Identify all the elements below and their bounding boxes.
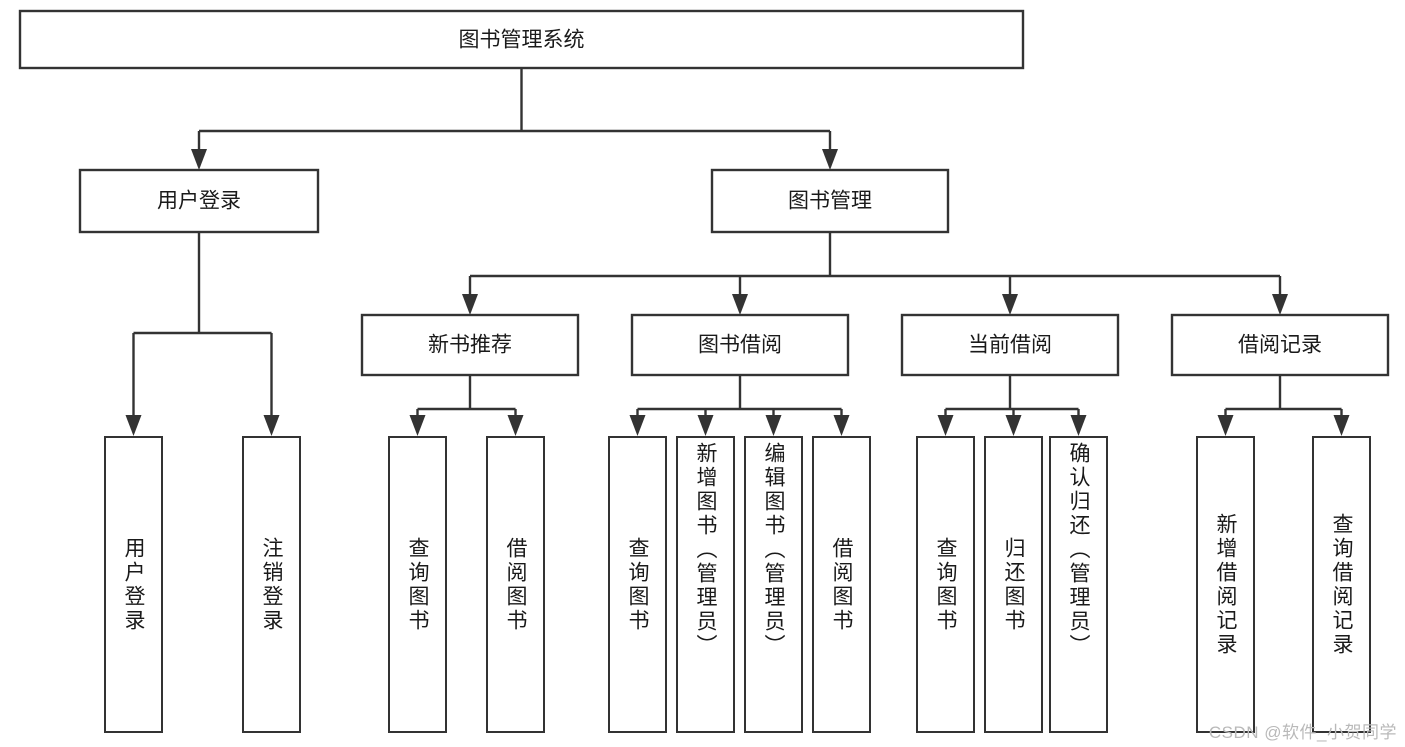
node-current-borrow[interactable]: 当前借阅 [900, 313, 1120, 377]
leaf-add-borrow-record-label: 新增借阅记录 [1214, 512, 1237, 657]
leaf-query-book-2-label: 查询图书 [626, 536, 649, 633]
leaf-user-login[interactable]: 用户登录 [104, 436, 163, 733]
leaf-return-book-label: 归还图书 [1002, 536, 1025, 633]
node-borrow-record-box[interactable] [1170, 313, 1390, 377]
leaf-borrow-book-1-label: 借阅图书 [504, 536, 527, 633]
leaf-return-book[interactable]: 归还图书 [984, 436, 1043, 733]
edge-newbook-to-bus [416, 375, 517, 422]
node-new-book-recommend-label: 新书推荐 [428, 334, 512, 357]
leaf-borrow-book-2-label: 借阅图书 [830, 536, 853, 633]
edge-bookmanage-to-bus [468, 232, 1282, 301]
edge-borrowrecord-to-bus [1224, 375, 1343, 422]
node-book-borrow[interactable]: 图书借阅 [630, 313, 850, 377]
leaf-query-book-3-label: 查询图书 [934, 536, 957, 633]
node-root-box[interactable] [18, 9, 1025, 70]
node-book-manage-label: 图书管理 [788, 190, 872, 213]
leaf-query-borrow-record-label: 查询借阅记录 [1330, 512, 1353, 657]
node-book-manage-box[interactable] [710, 168, 950, 234]
leaf-edit-book-admin[interactable]: 编辑图书（管理员） [744, 436, 803, 733]
edge-root-to-bus [197, 68, 832, 156]
arrow-to-leaf-borrow-book-1 [507, 415, 524, 436]
node-book-borrow-label: 图书借阅 [698, 334, 782, 357]
leaf-query-book-1-label: 查询图书 [406, 536, 429, 633]
node-current-borrow-box[interactable] [900, 313, 1120, 377]
arrow-to-current-borrow [1002, 294, 1018, 315]
arrow-to-leaf-confirm-return-admin [1070, 415, 1087, 436]
node-borrow-record[interactable]: 借阅记录 [1170, 313, 1390, 377]
arrow-to-leaf-query-book-1 [409, 415, 426, 436]
leaf-query-book-2[interactable]: 查询图书 [608, 436, 667, 733]
arrow-to-leaf-query-book-3 [937, 415, 954, 436]
node-root[interactable]: 图书管理系统 [18, 9, 1025, 70]
node-book-borrow-box[interactable] [630, 313, 850, 377]
arrow-to-leaf-return-book [1005, 415, 1022, 436]
arrow-to-leaf-add-borrow-record [1217, 415, 1234, 436]
arrow-to-leaf-logout [263, 415, 280, 436]
arrow-to-book-manage [822, 149, 838, 170]
edge-bookborrow-to-bus [636, 375, 843, 422]
leaf-query-borrow-record[interactable]: 查询借阅记录 [1312, 436, 1371, 733]
arrow-to-leaf-borrow-book-2 [833, 415, 850, 436]
arrow-to-leaf-add-book-admin [697, 415, 714, 436]
leaf-add-book-admin-label: 新增图书（管理员） [694, 442, 717, 658]
leaf-add-book-admin[interactable]: 新增图书（管理员） [676, 436, 735, 733]
node-new-book-recommend[interactable]: 新书推荐 [360, 313, 580, 377]
edge-userlogin-to-bus [132, 232, 273, 422]
arrow-to-leaf-edit-book-admin [765, 415, 782, 436]
node-borrow-record-label: 借阅记录 [1238, 334, 1322, 357]
leaf-user-login-label: 用户登录 [122, 536, 145, 633]
leaf-edit-book-admin-label: 编辑图书（管理员） [762, 442, 785, 658]
leaf-logout[interactable]: 注销登录 [242, 436, 301, 733]
arrow-to-new-book-recommend [462, 294, 478, 315]
leaf-borrow-book-2[interactable]: 借阅图书 [812, 436, 871, 733]
leaf-query-book-1[interactable]: 查询图书 [388, 436, 447, 733]
leaf-query-book-3[interactable]: 查询图书 [916, 436, 975, 733]
node-user-login-box[interactable] [78, 168, 320, 234]
arrow-to-leaf-query-book-2 [629, 415, 646, 436]
connector-group [125, 68, 1350, 436]
leaf-logout-label: 注销登录 [260, 536, 283, 633]
node-user-login-label: 用户登录 [157, 190, 241, 213]
arrow-to-leaf-user-login [125, 415, 142, 436]
leaf-confirm-return-admin-label: 确认归还（管理员） [1067, 442, 1090, 658]
arrow-to-borrow-record [1272, 294, 1288, 315]
node-new-book-recommend-box[interactable] [360, 313, 580, 377]
node-current-borrow-label: 当前借阅 [968, 334, 1052, 357]
csdn-watermark: CSDN @软件_小贺同学 [1208, 723, 1397, 742]
node-book-manage[interactable]: 图书管理 [710, 168, 950, 234]
arrow-to-leaf-query-borrow-record [1333, 415, 1350, 436]
leaf-add-borrow-record[interactable]: 新增借阅记录 [1196, 436, 1255, 733]
node-root-label: 图书管理系统 [459, 29, 585, 52]
arrow-to-user-login [191, 149, 207, 170]
node-user-login[interactable]: 用户登录 [78, 168, 320, 234]
leaf-confirm-return-admin[interactable]: 确认归还（管理员） [1049, 436, 1108, 733]
edge-currentborrow-to-bus [944, 375, 1080, 422]
arrow-to-book-borrow [732, 294, 748, 315]
leaf-borrow-book-1[interactable]: 借阅图书 [486, 436, 545, 733]
